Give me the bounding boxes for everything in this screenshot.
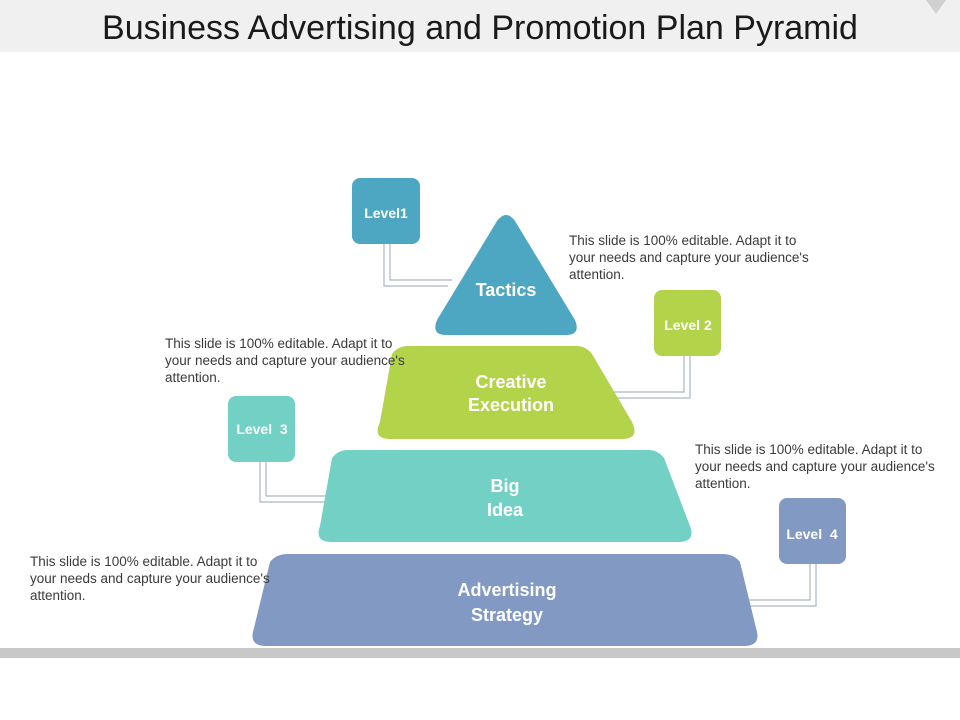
connector-level2 [610, 356, 691, 399]
connector-level1 [383, 242, 448, 287]
tier-label-creative-line1: Creative [475, 372, 546, 392]
level1-box[interactable] [352, 178, 420, 244]
title-notch-shape [926, 0, 946, 14]
connector-level4-inner [746, 564, 811, 601]
connectors [259, 242, 817, 607]
level2-box[interactable] [654, 290, 721, 356]
bottom-bar [0, 648, 960, 658]
level2-label: Level 2 [664, 317, 712, 333]
tier-creative-execution[interactable] [377, 346, 635, 439]
level1-label: Level1 [364, 205, 408, 221]
tier-big-idea[interactable] [318, 450, 692, 542]
tier-label-strategy-line2: Strategy [471, 605, 543, 625]
connector-level4 [742, 564, 817, 607]
title-bar [0, 0, 960, 52]
tier-tactics[interactable] [435, 215, 577, 335]
tier-advertising-strategy[interactable] [252, 554, 758, 646]
tier-label-creative-line2: Execution [468, 395, 554, 415]
connector-level2-inner [614, 356, 685, 393]
connector-level3-inner [265, 462, 338, 497]
tier-label-strategy-line1: Advertising [457, 580, 556, 600]
tier-label-big-idea-line1: Big [491, 476, 520, 496]
tier-label-big-idea-line2: Idea [487, 500, 524, 520]
description-tactics: This slide is 100% editable. Adapt it to… [569, 233, 809, 282]
level4-label: Level 4 [786, 526, 838, 542]
description-strategy: This slide is 100% editable. Adapt it to… [30, 554, 270, 603]
description-creative: This slide is 100% editable. Adapt it to… [165, 336, 405, 385]
level4-box[interactable] [779, 498, 846, 564]
connector-level3 [259, 462, 334, 503]
tier-label-tactics: Tactics [476, 280, 537, 300]
connector-level1-inner [389, 242, 452, 281]
page-title: Business Advertising and Promotion Plan … [102, 9, 858, 47]
level3-box[interactable] [228, 396, 295, 462]
description-big-idea: This slide is 100% editable. Adapt it to… [695, 442, 935, 491]
level3-label: Level 3 [236, 421, 288, 437]
